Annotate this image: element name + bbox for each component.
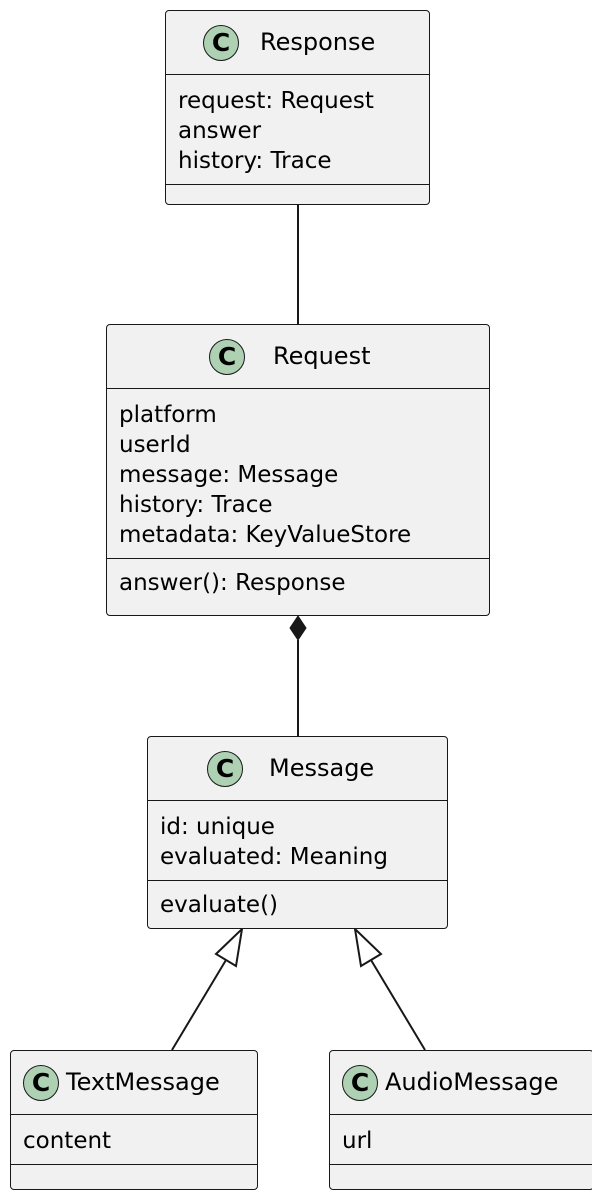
class-header: C Message	[148, 737, 447, 801]
class-name: Response	[260, 28, 376, 56]
attribute: message: Message	[119, 462, 339, 488]
attribute: evaluated: Meaning	[160, 844, 388, 870]
class-textmessage[interactable]: C TextMessage content	[10, 1050, 258, 1190]
attribute: platform	[119, 402, 217, 428]
class-header: C AudioMessage	[330, 1051, 592, 1115]
class-message[interactable]: C Message id: unique evaluated: Meaning …	[147, 736, 448, 929]
attribute: history: Trace	[119, 492, 273, 518]
class-header: C TextMessage	[11, 1051, 257, 1115]
attribute: content	[23, 1128, 112, 1154]
attribute: id: unique	[160, 814, 275, 840]
attribute: answer	[178, 118, 262, 144]
class-attributes: url	[330, 1115, 592, 1165]
inheritance-audiomessage-line	[370, 959, 426, 1051]
composition-diamond	[289, 615, 307, 641]
class-name: Message	[269, 754, 375, 782]
class-badge-icon: C	[342, 1065, 378, 1101]
class-name: Request	[273, 342, 371, 370]
class-request[interactable]: C Request platform userId message: Messa…	[106, 324, 490, 616]
class-attributes: content	[11, 1115, 257, 1165]
class-badge-icon: C	[207, 751, 243, 787]
class-badge-icon: C	[203, 25, 239, 61]
class-name: TextMessage	[66, 1068, 220, 1096]
class-audiomessage[interactable]: C AudioMessage url	[329, 1050, 592, 1190]
method: answer(): Response	[119, 570, 346, 596]
class-methods: answer(): Response	[107, 559, 489, 607]
class-response[interactable]: C Response request: Request answer histo…	[165, 10, 430, 205]
inheritance-textmessage-arrowhead	[214, 926, 244, 968]
class-methods	[166, 185, 429, 200]
class-badge-icon: C	[209, 339, 245, 375]
class-badge-icon: C	[23, 1065, 59, 1101]
attribute: history: Trace	[178, 148, 332, 174]
attribute: request: Request	[178, 88, 374, 114]
class-header: C Response	[166, 11, 429, 75]
inheritance-textmessage-line	[171, 959, 227, 1051]
attribute: metadata: KeyValueStore	[119, 522, 412, 548]
class-header: C Request	[107, 325, 489, 389]
class-attributes: id: unique evaluated: Meaning	[148, 801, 447, 881]
inheritance-audiomessage-arrowhead	[353, 926, 383, 968]
class-methods: evaluate()	[148, 881, 447, 929]
method: evaluate()	[160, 892, 279, 918]
class-name: AudioMessage	[385, 1068, 559, 1096]
attribute: userId	[119, 432, 191, 458]
class-attributes: request: Request answer history: Trace	[166, 75, 429, 185]
class-attributes: platform userId message: Message history…	[107, 389, 489, 559]
attribute: url	[342, 1128, 373, 1154]
